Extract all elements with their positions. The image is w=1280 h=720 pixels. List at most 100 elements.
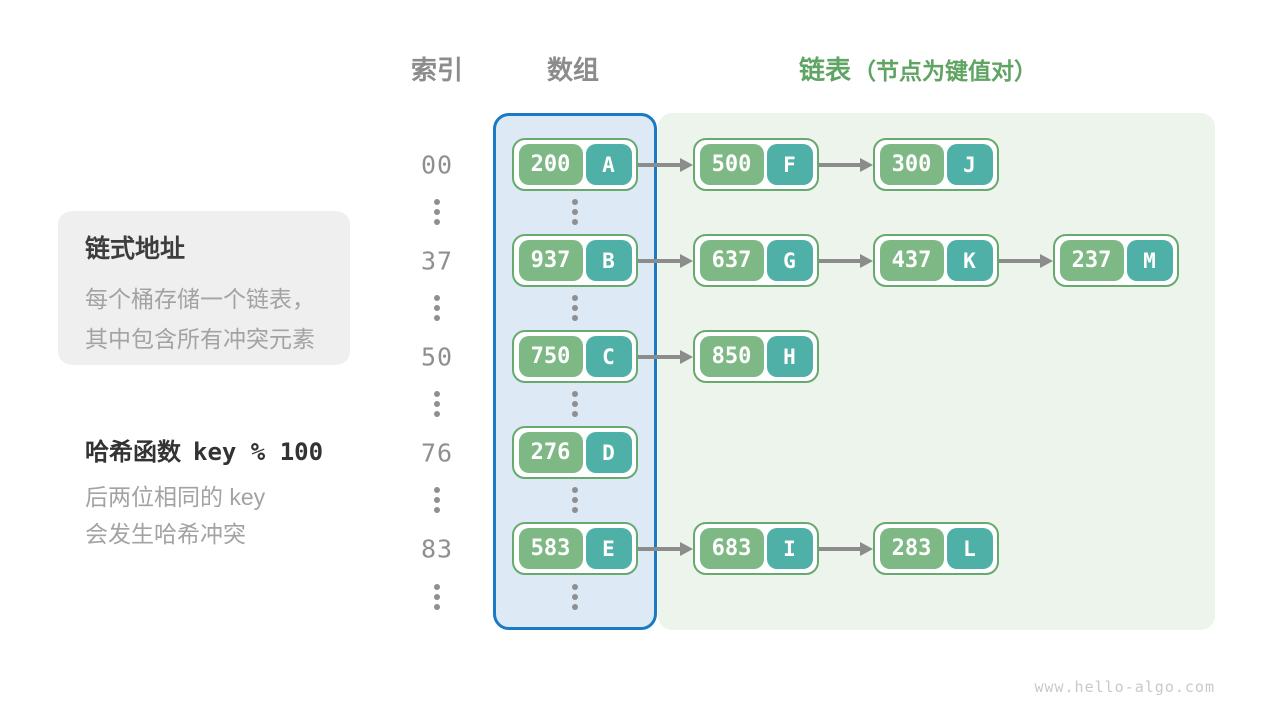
hash-function-title: 哈希函数 key % 100 — [85, 432, 323, 467]
ellipsis-dot — [572, 401, 578, 407]
ellipsis-dots — [434, 199, 440, 225]
ellipsis-dot — [434, 199, 440, 205]
ellipsis-dot — [572, 219, 578, 225]
note-hash-function: 哈希函数 key % 100 后两位相同的 key 会发生哈希冲突 — [85, 432, 323, 553]
ellipsis-dot — [434, 584, 440, 590]
node-key: 937 — [518, 240, 583, 281]
ellipsis-dots — [572, 584, 578, 610]
index-label: 76 — [420, 438, 454, 467]
next-pointer-arrow — [638, 349, 693, 364]
hash-function-formula: key % 100 — [193, 438, 324, 466]
node-value: J — [946, 144, 993, 185]
ellipsis-dot — [434, 507, 440, 513]
index-label: 00 — [420, 150, 454, 179]
ellipsis-dot — [572, 209, 578, 215]
watermark: www.hello-algo.com — [1034, 678, 1215, 696]
index-label: 83 — [420, 534, 454, 563]
hash-function-label: 哈希函数 — [85, 439, 181, 466]
next-pointer-arrow — [638, 157, 693, 172]
next-pointer-arrow — [819, 157, 873, 172]
ellipsis-dots — [434, 487, 440, 513]
note-line: 其中包含所有冲突元素 — [85, 326, 315, 352]
ellipsis-dot — [572, 391, 578, 397]
ellipsis-dot — [434, 295, 440, 301]
ellipsis-dot — [572, 315, 578, 321]
node-key: 500 — [699, 144, 764, 185]
ellipsis-dot — [434, 487, 440, 493]
node-value: B — [585, 240, 632, 281]
node-value: M — [1126, 240, 1173, 281]
node-key: 637 — [699, 240, 764, 281]
node-key: 276 — [518, 432, 583, 473]
node-value: K — [946, 240, 993, 281]
ellipsis-dot — [434, 411, 440, 417]
ellipsis-dot — [572, 507, 578, 513]
node-key: 200 — [518, 144, 583, 185]
note-line: 后两位相同的 key — [85, 484, 266, 510]
note-title: 链式地址 — [85, 235, 186, 263]
node-key: 300 — [879, 144, 944, 185]
node-key: 750 — [518, 336, 583, 377]
index-label: 50 — [420, 342, 454, 371]
column-header-linked-list: 链表（节点为键值对） — [799, 52, 1037, 88]
ellipsis-dot — [572, 487, 578, 493]
ellipsis-dot — [572, 584, 578, 590]
node-value: H — [766, 336, 813, 377]
linked-list-header-note: （节点为键值对） — [853, 58, 1038, 84]
ellipsis-dot — [434, 209, 440, 215]
index-label: 37 — [420, 246, 454, 275]
node-value: D — [585, 432, 632, 473]
ellipsis-dot — [572, 199, 578, 205]
note-line: 会发生哈希冲突 — [85, 521, 246, 547]
node-key: 437 — [879, 240, 944, 281]
node-value: E — [585, 528, 632, 569]
node-value: F — [766, 144, 813, 185]
node-key: 683 — [699, 528, 764, 569]
ellipsis-dots — [434, 391, 440, 417]
node-key: 583 — [518, 528, 583, 569]
ellipsis-dots — [572, 487, 578, 513]
ellipsis-dots — [572, 199, 578, 225]
node-value: A — [585, 144, 632, 185]
ellipsis-dot — [434, 305, 440, 311]
ellipsis-dot — [434, 315, 440, 321]
next-pointer-arrow — [819, 541, 873, 556]
column-header-array: 数组 — [546, 55, 600, 85]
next-pointer-arrow — [819, 253, 873, 268]
ellipsis-dots — [572, 391, 578, 417]
node-value: I — [766, 528, 813, 569]
ellipsis-dot — [572, 497, 578, 503]
note-chained-addressing: 链式地址 每个桶存储一个链表， 其中包含所有冲突元素 — [58, 211, 350, 365]
column-header-index: 索引 — [410, 55, 464, 85]
ellipsis-dots — [572, 295, 578, 321]
node-value: L — [946, 528, 993, 569]
node-value: G — [766, 240, 813, 281]
ellipsis-dot — [572, 594, 578, 600]
ellipsis-dot — [572, 604, 578, 610]
ellipsis-dots — [434, 584, 440, 610]
linked-list-header-label: 链表 — [799, 55, 852, 85]
node-key: 850 — [699, 336, 764, 377]
ellipsis-dot — [434, 594, 440, 600]
next-pointer-arrow — [999, 253, 1053, 268]
node-key: 283 — [879, 528, 944, 569]
node-key: 237 — [1059, 240, 1124, 281]
ellipsis-dots — [434, 295, 440, 321]
next-pointer-arrow — [638, 541, 693, 556]
ellipsis-dot — [572, 305, 578, 311]
ellipsis-dot — [434, 391, 440, 397]
ellipsis-dot — [434, 401, 440, 407]
